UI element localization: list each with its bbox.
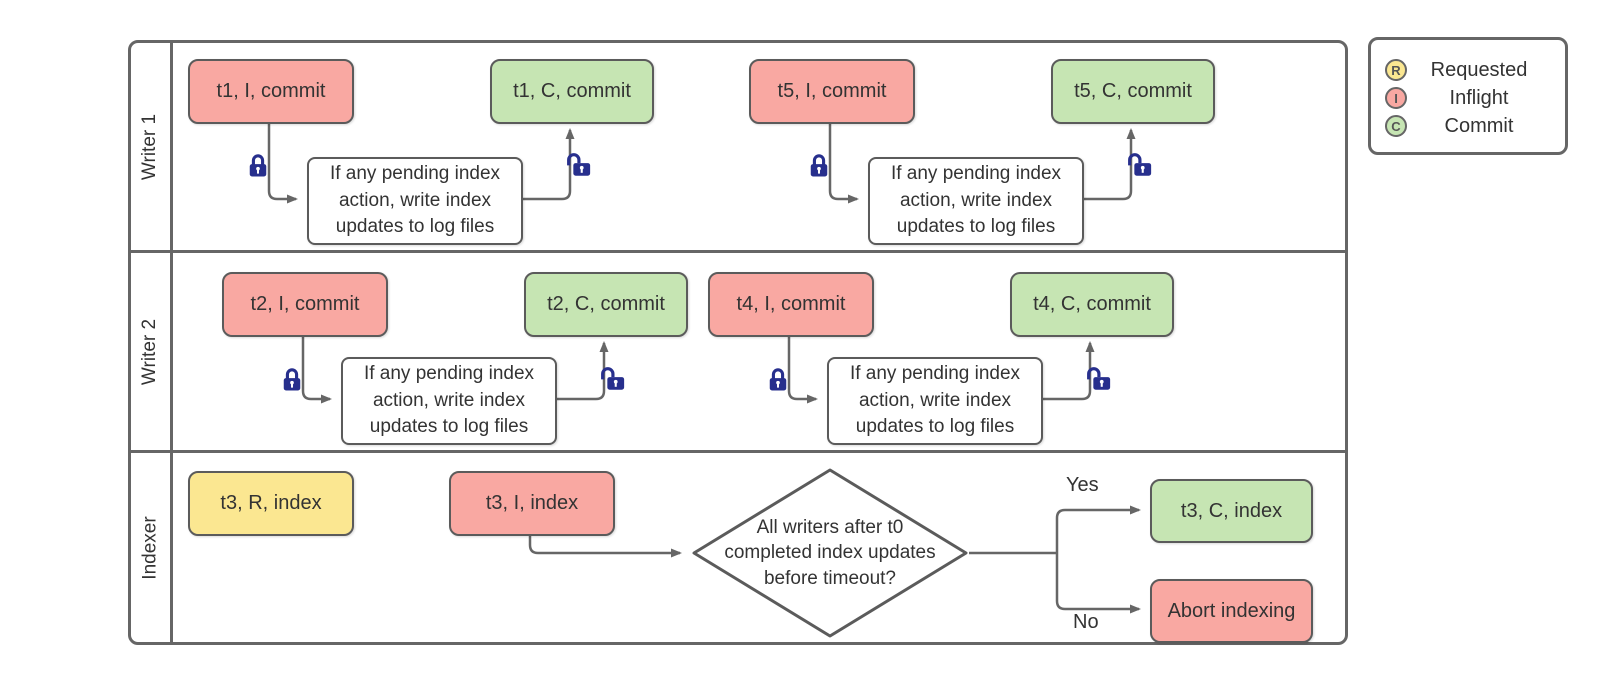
legend-row-inflight: I Inflight (1385, 84, 1551, 112)
node-t3-requested: t3, R, index (188, 471, 354, 536)
node-abort-indexing: Abort indexing (1150, 579, 1313, 643)
node-t4-commit: t4, C, commit (1010, 272, 1174, 337)
requested-badge-icon: R (1385, 59, 1407, 81)
node-t3-commit: t3, C, index (1150, 479, 1313, 543)
decision-diamond: All writers after t0 completed index upd… (691, 468, 969, 638)
process-box-t5: If any pending index action, write index… (868, 157, 1084, 245)
lock-open-icon (601, 367, 625, 390)
lane-label-divider (170, 40, 173, 645)
process-box-t2: If any pending index action, write index… (341, 357, 557, 445)
node-t2-commit: t2, C, commit (524, 272, 688, 337)
lock-closed-icon (249, 154, 267, 177)
swimlane-frame (128, 40, 1348, 645)
lock-closed-icon (283, 368, 301, 391)
node-t3-inflight: t3, I, index (449, 471, 615, 536)
node-t5-commit: t5, C, commit (1051, 59, 1215, 124)
node-t1-commit: t1, C, commit (490, 59, 654, 124)
process-box-t1: If any pending index action, write index… (307, 157, 523, 245)
node-t5-inflight: t5, I, commit (749, 59, 915, 124)
process-box-t4: If any pending index action, write index… (827, 357, 1043, 445)
lane-label-indexer: Indexer (131, 453, 170, 642)
node-t1-inflight: t1, I, commit (188, 59, 354, 124)
lane-label-writer-1: Writer 1 (131, 43, 170, 250)
lock-open-icon (1087, 367, 1111, 390)
lock-closed-icon (769, 368, 787, 391)
lock-open-icon (567, 153, 591, 176)
lane-label-text: Writer 2 (139, 318, 161, 385)
commit-badge-icon: C (1385, 115, 1407, 137)
lane-label-text: Writer 1 (139, 113, 161, 180)
legend-row-requested: R Requested (1385, 56, 1551, 84)
lane-label-writer-2: Writer 2 (131, 253, 170, 450)
legend-row-commit: C Commit (1385, 112, 1551, 140)
legend-label: Requested (1430, 58, 1528, 81)
edge-label-yes: Yes (1066, 474, 1099, 496)
edge-label-no: No (1073, 611, 1099, 633)
legend: R Requested I Inflight C Commit (1368, 37, 1568, 155)
node-t4-inflight: t4, I, commit (708, 272, 874, 337)
node-t2-inflight: t2, I, commit (222, 272, 388, 337)
inflight-badge-icon: I (1385, 87, 1407, 109)
lane-divider-2 (128, 450, 1348, 453)
legend-label: Commit (1444, 114, 1514, 137)
legend-label: Inflight (1449, 86, 1509, 109)
lane-divider-1 (128, 250, 1348, 253)
decision-text: All writers after t0 completed index upd… (724, 516, 936, 589)
lock-open-icon (1128, 153, 1152, 176)
lock-closed-icon (810, 154, 828, 177)
lane-label-text: Indexer (139, 515, 161, 580)
